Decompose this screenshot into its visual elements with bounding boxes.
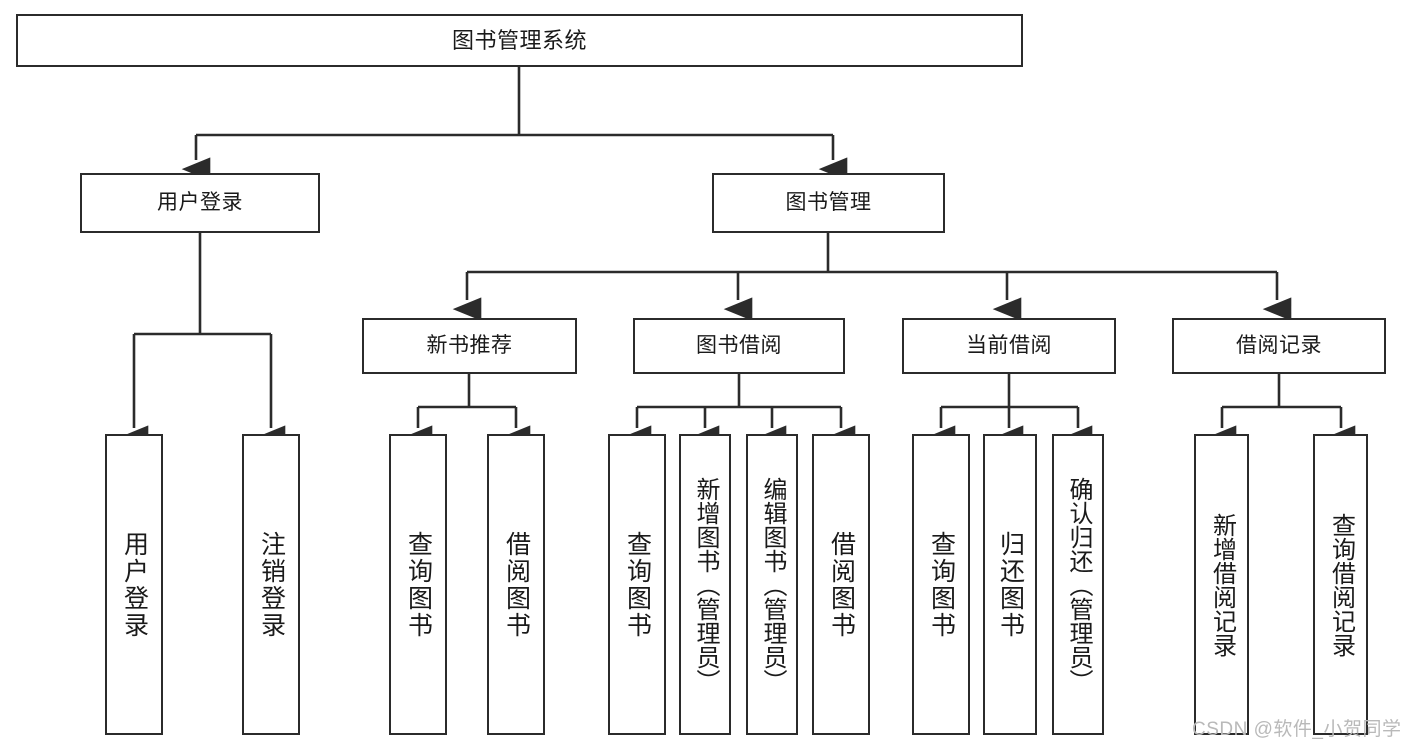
leaf-return-book[interactable]: 归还图书: [983, 434, 1037, 735]
leaf-edit-book-admin[interactable]: 编辑图书（管理员）: [746, 434, 798, 735]
node-root-book-management-system[interactable]: 图书管理系统: [16, 14, 1023, 67]
leaf-confirm-return-admin[interactable]: 确认归还（管理员）: [1052, 434, 1104, 735]
leaf-add-book-admin[interactable]: 新增图书（管理员）: [679, 434, 731, 735]
leaf-borrow-book-borrowing[interactable]: 借阅图书: [812, 434, 870, 735]
node-user-login[interactable]: 用户登录: [80, 173, 320, 233]
node-label: 借阅记录: [1236, 333, 1322, 357]
leaf-query-borrowing-record[interactable]: 查询借阅记录: [1313, 434, 1368, 735]
node-label: 图书借阅: [696, 333, 782, 357]
node-label: 查询图书: [404, 530, 433, 639]
node-book-management[interactable]: 图书管理: [712, 173, 945, 233]
leaf-query-book-borrowing[interactable]: 查询图书: [608, 434, 666, 735]
node-label: 用户登录: [157, 190, 243, 214]
node-label: 编辑图书（管理员）: [759, 476, 786, 693]
node-label: 注销登录: [257, 530, 286, 639]
node-label: 查询借阅记录: [1327, 512, 1355, 657]
leaf-query-book-current[interactable]: 查询图书: [912, 434, 970, 735]
node-label: 借阅图书: [827, 530, 856, 639]
node-new-book-recommendation[interactable]: 新书推荐: [362, 318, 577, 374]
node-label: 归还图书: [996, 530, 1025, 639]
leaf-user-login[interactable]: 用户登录: [105, 434, 163, 735]
csdn-watermark: CSDN @软件_小贺同学: [1192, 719, 1402, 740]
leaf-add-borrowing-record[interactable]: 新增借阅记录: [1194, 434, 1249, 735]
node-label: 新增图书（管理员）: [692, 476, 719, 693]
leaf-borrow-book-recommendation[interactable]: 借阅图书: [487, 434, 545, 735]
node-label: 查询图书: [623, 530, 652, 639]
leaf-logout[interactable]: 注销登录: [242, 434, 300, 735]
node-label: 确认归还（管理员）: [1065, 476, 1092, 693]
node-borrowing-record[interactable]: 借阅记录: [1172, 318, 1386, 374]
node-label: 图书管理系统: [451, 27, 587, 53]
node-label: 当前借阅: [966, 333, 1052, 357]
leaf-query-book-recommendation[interactable]: 查询图书: [389, 434, 447, 735]
node-label: 用户登录: [120, 530, 149, 639]
node-label: 图书管理: [785, 190, 872, 214]
node-label: 新增借阅记录: [1208, 512, 1236, 657]
node-label: 新书推荐: [426, 333, 513, 357]
node-label: 借阅图书: [502, 530, 531, 639]
node-book-borrowing[interactable]: 图书借阅: [633, 318, 845, 374]
node-label: 查询图书: [927, 530, 956, 639]
node-current-borrowing[interactable]: 当前借阅: [902, 318, 1116, 374]
